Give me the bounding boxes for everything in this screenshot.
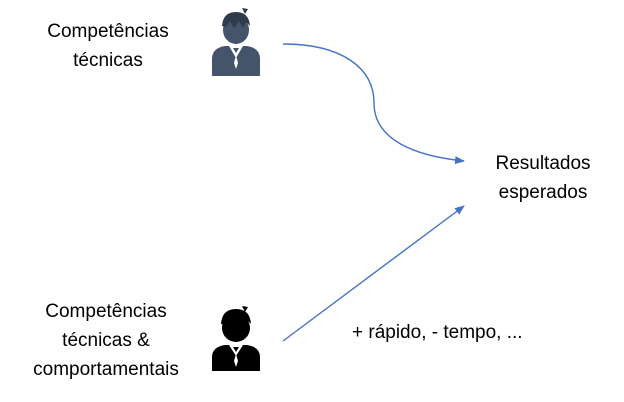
node-label-line: técnicas xyxy=(73,50,143,71)
node-label-behavioral: Competências técnicas & comportamentais xyxy=(8,297,204,384)
node-label-line: comportamentais xyxy=(33,359,179,380)
node-label-line: esperados xyxy=(498,182,588,203)
node-label-technical: Competências técnicas xyxy=(18,17,198,75)
person-icon xyxy=(212,8,260,76)
annotation-text: + rápido, - tempo, ... xyxy=(352,322,523,343)
node-label-line: técnicas & xyxy=(62,330,150,351)
node-label-line: Resultados xyxy=(495,153,591,174)
node-label-line: Competências xyxy=(47,21,169,42)
node-label-results: Resultados esperados xyxy=(478,149,608,207)
edge-technical-to-results xyxy=(282,43,465,165)
person-icon xyxy=(212,306,260,371)
node-label-line: Competências xyxy=(45,301,167,322)
edge-behavioral-to-results xyxy=(282,205,465,342)
